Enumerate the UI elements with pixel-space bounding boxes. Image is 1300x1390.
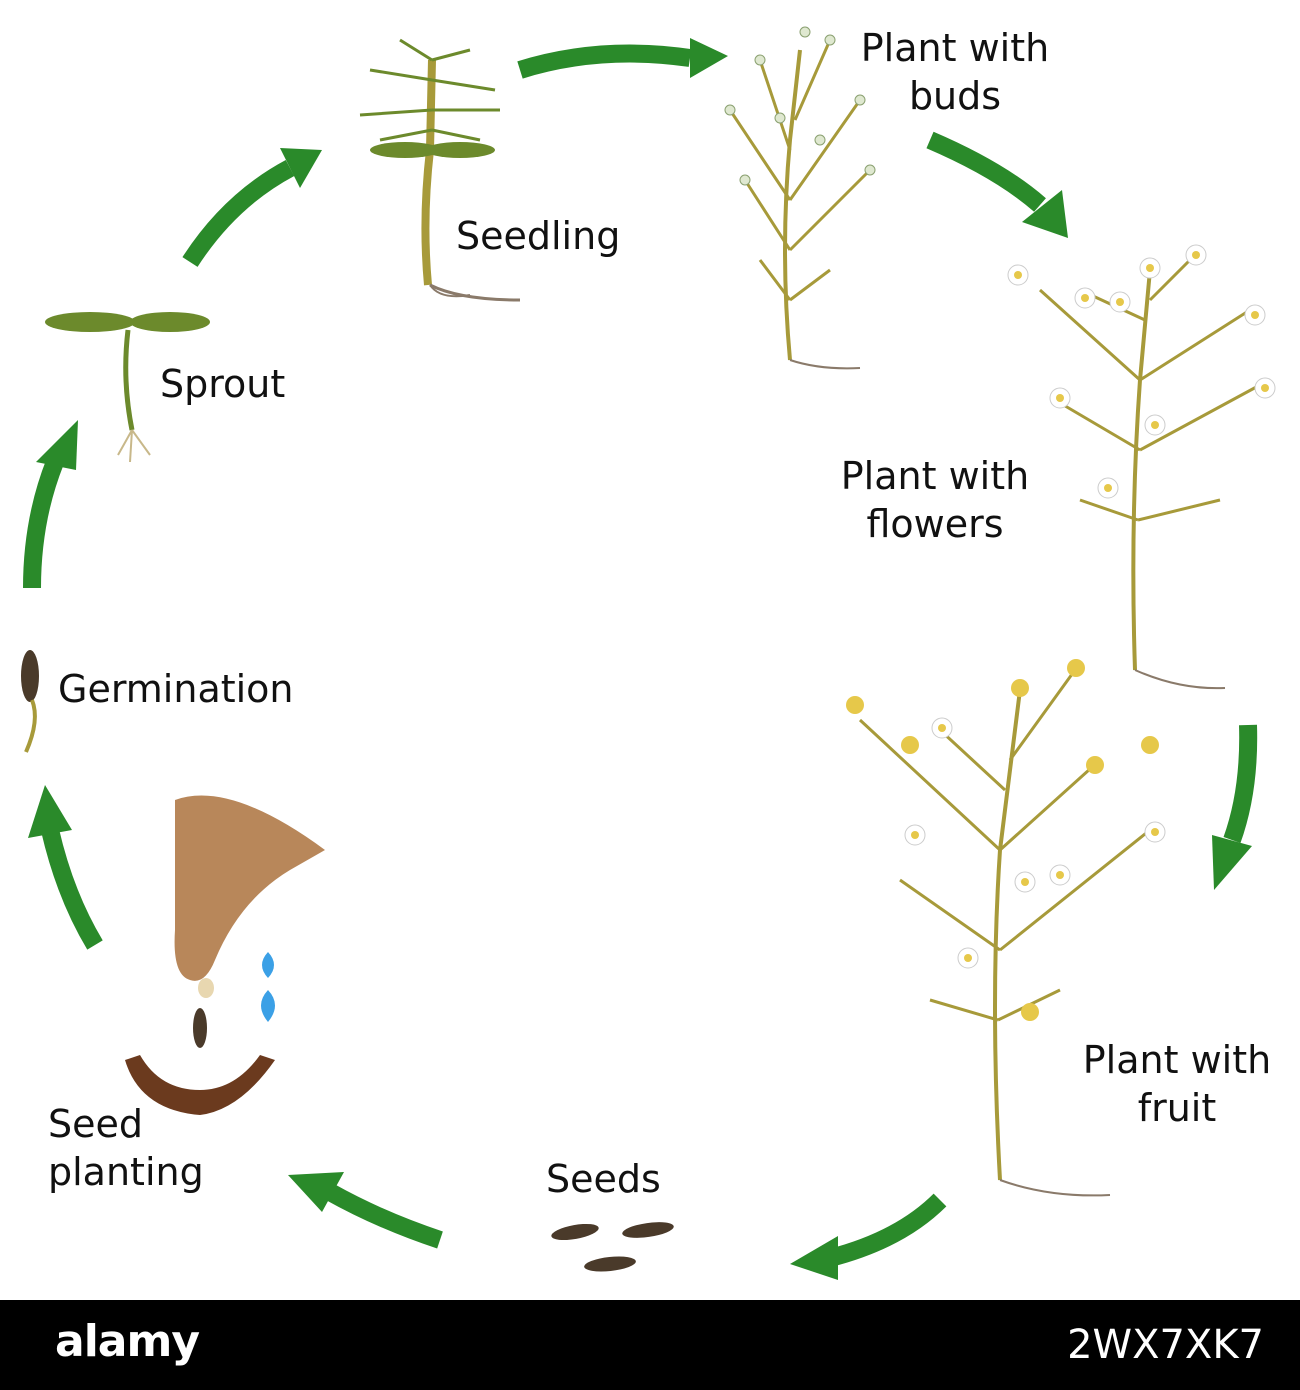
life-cycle-svg	[21, 26, 1276, 1280]
arrow-fruit-to-seeds	[827, 1193, 947, 1267]
cycle-arrows	[23, 38, 1258, 1280]
image-id: 2WX7XK7	[1067, 1322, 1264, 1368]
arrow-planting-to-germination	[41, 827, 103, 950]
arrowhead-sprout-to-seedling	[280, 148, 322, 188]
label-buds-line-2: buds	[908, 74, 1002, 118]
label-sprout: Sprout	[160, 362, 286, 406]
arrow-buds-to-flowers	[926, 131, 1046, 212]
arrowhead-seedling-to-buds	[690, 38, 728, 78]
arrowhead-planting-to-germination	[28, 785, 72, 838]
label-seedling: Seedling	[456, 214, 621, 258]
sprout-illustration	[45, 312, 210, 463]
label-fruit-line-1: Plant with	[1082, 1038, 1272, 1082]
seedling-illustration	[359, 38, 521, 302]
plant-with-flowers-illustration	[1007, 244, 1276, 690]
arrow-sprout-to-seedling	[182, 160, 295, 267]
label-planting-line-2: planting	[48, 1150, 204, 1194]
plant-with-buds-illustration	[724, 26, 876, 370]
label-buds-line-1: Plant with	[860, 26, 1050, 70]
label-fruit-line-2: fruit	[1137, 1086, 1217, 1130]
label-flowers-line-2: flowers	[866, 502, 1004, 546]
arrowhead-flowers-to-fruit	[1212, 835, 1252, 890]
plant-life-cycle-diagram: Plant with buds Plant with flowers Plant…	[21, 24, 1282, 1280]
label-planting-line-1: Seed	[48, 1102, 143, 1146]
arrowhead-fruit-to-seeds	[790, 1236, 838, 1280]
germination-illustration	[21, 650, 39, 753]
seed-planting-illustration	[125, 795, 325, 1115]
label-seed-planting: Seed planting	[48, 1100, 204, 1196]
arrowhead-buds-to-flowers	[1022, 190, 1068, 238]
watermark-footer: alamy 2WX7XK7	[0, 1300, 1300, 1390]
arrow-flowers-to-fruit	[1223, 724, 1258, 844]
label-germination: Germination	[58, 667, 294, 711]
arrowhead-germination-to-sprout	[36, 420, 78, 470]
label-plant-with-fruit: Plant with fruit	[1072, 1036, 1282, 1132]
label-flowers-line-1: Plant with	[840, 454, 1030, 498]
label-plant-with-flowers: Plant with flowers	[830, 452, 1040, 548]
seeds-illustration	[551, 1222, 674, 1272]
arrow-seedling-to-buds	[517, 44, 692, 79]
arrowhead-seeds-to-planting	[288, 1172, 344, 1212]
arrow-seeds-to-planting	[325, 1184, 443, 1249]
arrow-germination-to-sprout	[23, 458, 64, 589]
label-plant-with-buds: Plant with buds	[850, 24, 1060, 120]
plant-with-fruit-illustration	[846, 659, 1166, 1197]
brand-logo: alamy	[55, 1316, 200, 1367]
label-seeds: Seeds	[546, 1157, 661, 1201]
